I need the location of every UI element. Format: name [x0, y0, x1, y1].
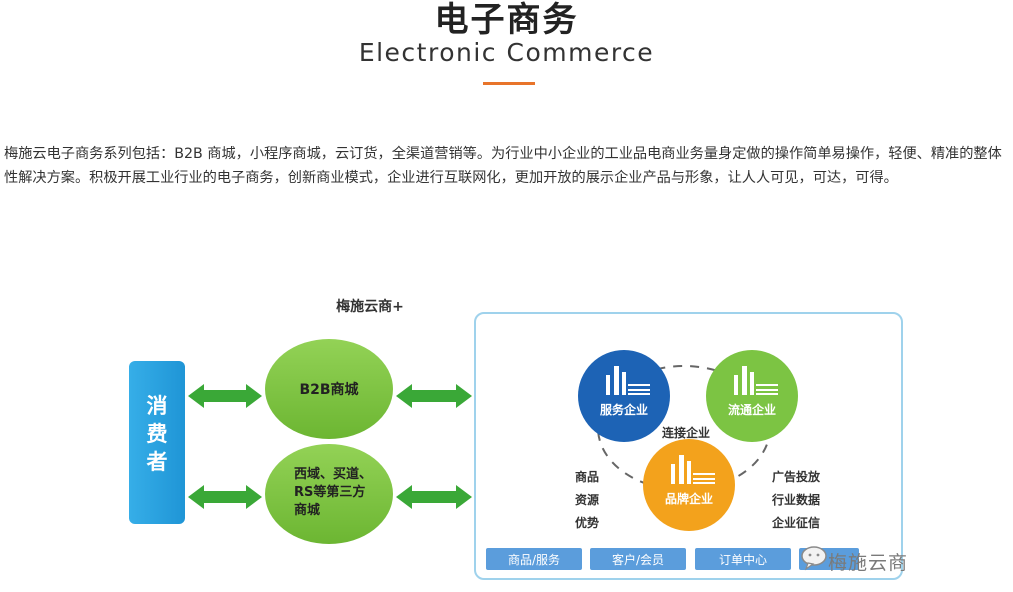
chat-bubble-icon [801, 546, 827, 571]
factory-icon [671, 455, 715, 484]
third-party-line-2: RS等第三方 [294, 484, 365, 500]
right-item-credit: 企业征信 [771, 515, 820, 530]
consumer-char-1: 消 [147, 394, 168, 418]
arrow-consumer-thirdparty [188, 485, 262, 509]
arrow-b2b-platform [396, 384, 472, 408]
connect-company-label: 连接企业 [662, 425, 710, 440]
service-company-label: 服务企业 [600, 402, 648, 417]
factory-icon [606, 366, 650, 395]
factory-icon [734, 366, 778, 395]
goods-service-button[interactable] [486, 548, 582, 570]
customer-member-label: 客户/会员 [612, 552, 664, 567]
right-item-ads: 广告投放 [772, 469, 821, 484]
goods-service-label: 商品/服务 [508, 552, 560, 567]
brand-company-label: 品牌企业 [665, 491, 713, 506]
service-company-circle [578, 350, 670, 442]
third-party-bubble [265, 444, 393, 544]
page-subtitle: Electronic Commerce [358, 38, 655, 67]
left-item-resources: 资源 [575, 492, 599, 507]
consumer-bar [129, 361, 185, 524]
arrow-consumer-b2b [188, 384, 262, 408]
customer-member-button[interactable] [590, 548, 686, 570]
consumer-char-2: 费 [147, 422, 168, 446]
order-center-label: 订单中心 [719, 552, 767, 567]
circulation-company-label: 流通企业 [728, 402, 776, 417]
order-center-button[interactable] [695, 548, 791, 570]
b2b-mall-bubble [265, 339, 393, 439]
third-party-line-3: 商城 [294, 502, 320, 518]
left-item-advantage: 优势 [575, 515, 599, 530]
left-item-goods: 商品 [575, 469, 599, 484]
platform-label: 梅施云商+ [336, 298, 404, 315]
third-party-line-1: 西域、买道、 [294, 466, 372, 482]
title-underline [483, 82, 535, 85]
brand-company-circle [643, 439, 735, 531]
circulation-company-circle [706, 350, 798, 442]
arrow-thirdparty-platform [396, 485, 472, 509]
intro-paragraph: 梅施云电子商务系列包括：B2B 商城，小程序商城，云订货，全渠道营销等。为行业中… [4, 146, 1002, 186]
page-title: 电子商务 [434, 0, 579, 40]
right-item-data: 行业数据 [771, 492, 820, 507]
b2b-mall-label: B2B商城 [299, 381, 358, 398]
consumer-char-3: 者 [147, 450, 168, 474]
watermark-text: 梅施云商 [828, 552, 909, 574]
